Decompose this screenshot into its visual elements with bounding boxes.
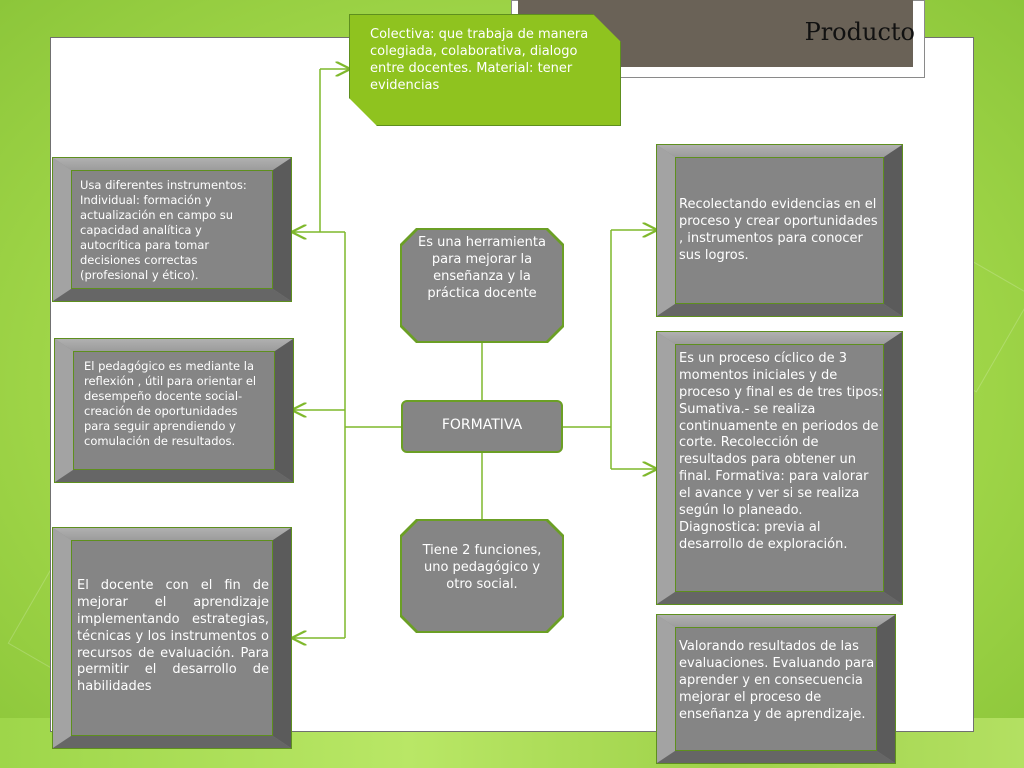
top-node: Es una herramienta para mejorar la enseñ…: [402, 230, 562, 341]
top-node-text: Es una herramienta para mejorar la enseñ…: [418, 235, 546, 301]
left-box-teacher: El docente con el fin de mejorar el apre…: [52, 527, 292, 749]
right-box-cyclic-process-text: Es un proceso cíclico de 3 momentos inic…: [679, 351, 883, 552]
center-node-label: FORMATIVA: [441, 417, 523, 433]
left-box-instruments-text: Usa diferentes instrumentos: Individual:…: [80, 178, 247, 282]
right-box-evidence-text: Recolectando evidencias en el proceso y …: [679, 197, 878, 263]
left-box-pedagogic-text: El pedagógico es mediante la reflexión ,…: [84, 359, 257, 448]
bottom-node: Tiene 2 funciones, uno pedagógico y otro…: [402, 521, 562, 631]
bottom-node-text: Tiene 2 funciones, uno pedagógico y otro…: [422, 543, 542, 592]
center-node-formativa: FORMATIVA: [401, 400, 563, 453]
right-box-results: Valorando resultados de las evaluaciones…: [656, 614, 896, 764]
collective-material-text: Colectiva: que trabaja de manera colegia…: [370, 27, 589, 93]
collective-material-box: Colectiva: que trabaja de manera colegia…: [349, 14, 621, 126]
right-box-results-text: Valorando resultados de las evaluaciones…: [679, 639, 875, 722]
slide-title: Producto: [804, 18, 915, 46]
left-box-pedagogic: El pedagógico es mediante la reflexión ,…: [54, 338, 294, 483]
left-box-teacher-text: El docente con el fin de mejorar el apre…: [77, 578, 269, 695]
right-box-evidence: Recolectando evidencias en el proceso y …: [656, 144, 903, 317]
right-box-cyclic-process: Es un proceso cíclico de 3 momentos inic…: [656, 331, 903, 605]
left-box-instruments: Usa diferentes instrumentos: Individual:…: [52, 157, 292, 302]
